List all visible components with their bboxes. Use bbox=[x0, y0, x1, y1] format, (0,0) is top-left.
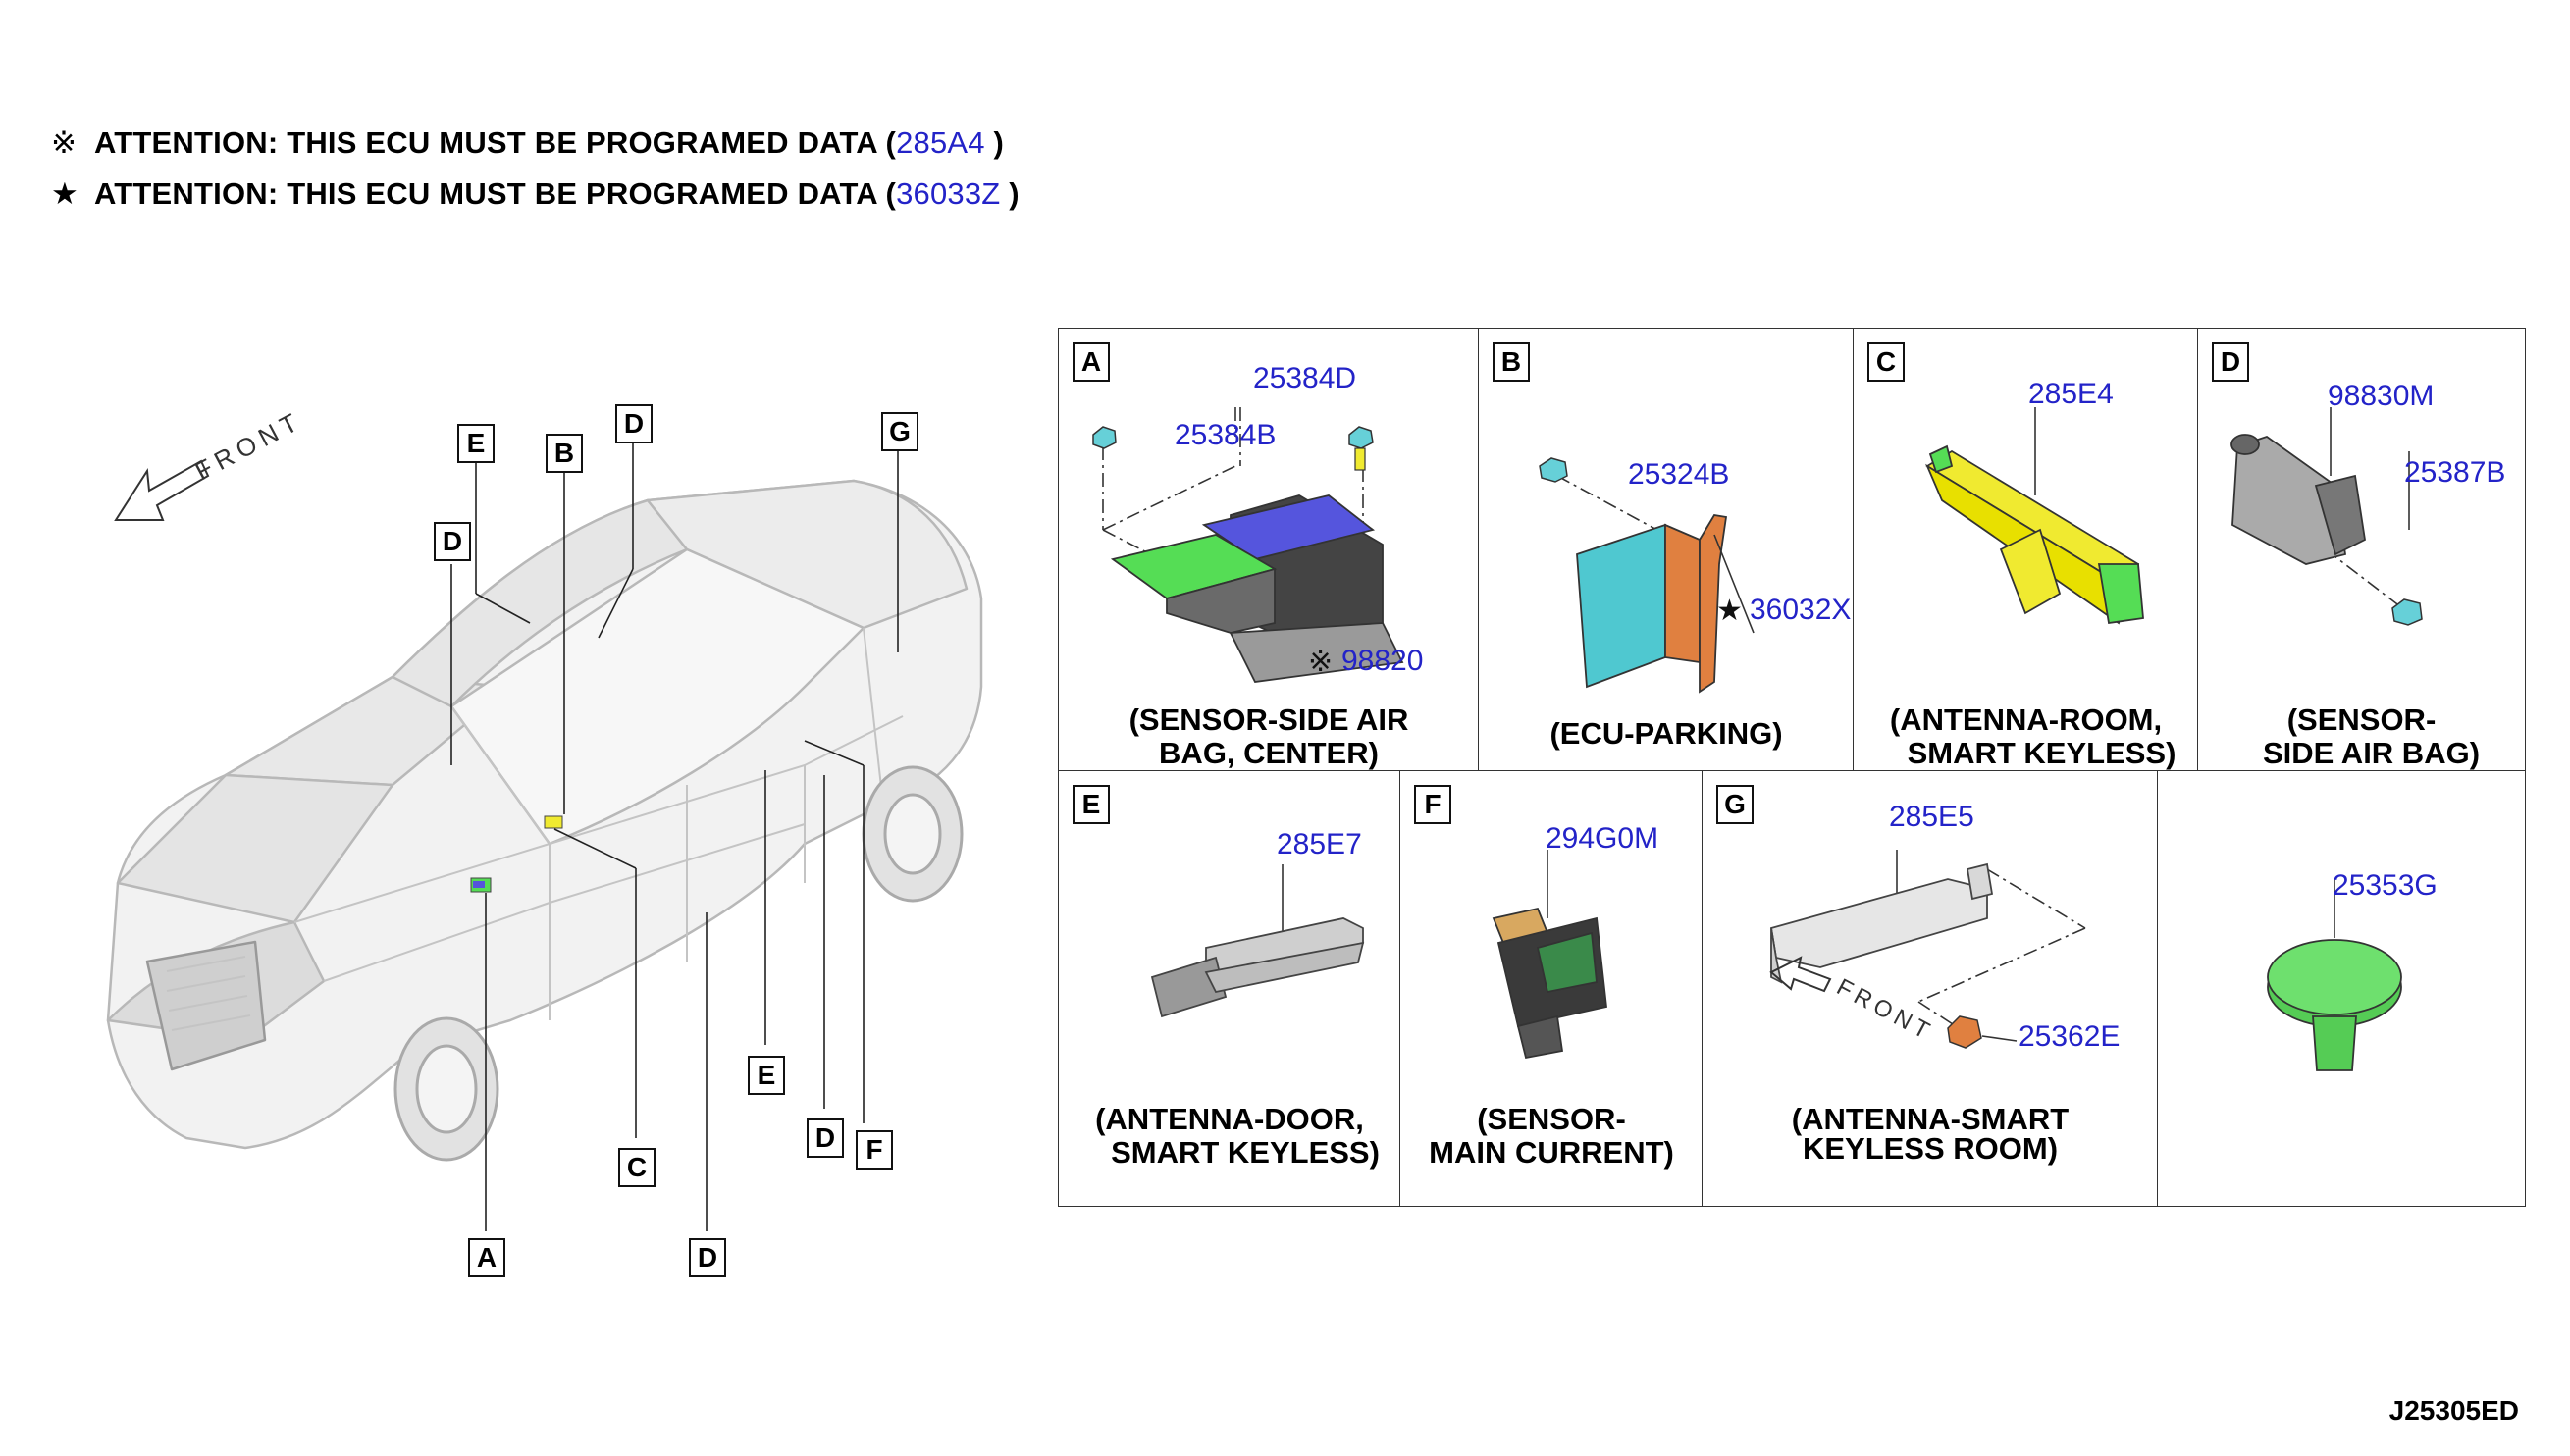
reference-mark-icon: ※ bbox=[51, 126, 78, 160]
car-body bbox=[106, 479, 983, 1150]
panel-caption-line: BAG, CENTER) bbox=[1159, 736, 1379, 770]
part-number[interactable]: 285E7 bbox=[1277, 828, 1362, 860]
panel-letter: E bbox=[1073, 785, 1110, 824]
part-number[interactable]: 25324B bbox=[1628, 458, 1730, 491]
panel-caption-line: (SENSOR- bbox=[2286, 702, 2437, 737]
antenna-body bbox=[1925, 444, 2144, 625]
panel-caption-line: (ANTENNA-SMART bbox=[1791, 1102, 2070, 1136]
part-number[interactable]: 25384B bbox=[1175, 419, 1277, 451]
callout-d-bottom[interactable]: D bbox=[689, 1238, 726, 1277]
panel-letter: A bbox=[1073, 342, 1110, 382]
part-number[interactable]: 36032X bbox=[1750, 594, 1852, 626]
panel-letter: D bbox=[2212, 342, 2249, 382]
callout-a-bottom[interactable]: A bbox=[468, 1238, 505, 1277]
part-number[interactable]: 25362E bbox=[2019, 1020, 2121, 1053]
bolt-icon bbox=[1092, 426, 1117, 449]
part-number[interactable]: 294G0M bbox=[1546, 822, 1659, 855]
panel-a[interactable]: A 25384D 25384B 98820 ※ (SENSOR-SIDE AIR… bbox=[1058, 328, 1480, 772]
note-close: ) bbox=[1000, 177, 1020, 211]
panel-caption-line: (SENSOR-SIDE AIR bbox=[1128, 702, 1409, 737]
callout-d-bottom-2[interactable]: D bbox=[807, 1118, 844, 1158]
panel-caption-line: MAIN CURRENT) bbox=[1429, 1135, 1674, 1170]
star-icon: ★ bbox=[51, 177, 79, 211]
part-number[interactable]: 25387B bbox=[2404, 456, 2506, 489]
sensor-body bbox=[2230, 434, 2366, 565]
callout-c-bottom[interactable]: C bbox=[618, 1148, 656, 1187]
push-clip-illustration bbox=[2267, 879, 2402, 1071]
nut-icon bbox=[2391, 598, 2423, 626]
part-number[interactable]: 285E4 bbox=[2028, 378, 2114, 410]
panel-caption-line: SMART KEYLESS) bbox=[1907, 736, 2177, 770]
leader-lines bbox=[450, 442, 899, 1231]
panel-caption-line: (ANTENNA-DOOR, bbox=[1095, 1102, 1364, 1136]
panel-caption-line: SMART KEYLESS) bbox=[1111, 1135, 1380, 1170]
main-current-sensor-illustration bbox=[1492, 850, 1607, 1060]
car-details bbox=[166, 627, 904, 1031]
panel-caption-line: KEYLESS ROOM) bbox=[1802, 1131, 2059, 1166]
panel-letter: B bbox=[1493, 342, 1530, 382]
panel-caption-line: (ANTENNA-ROOM, bbox=[1889, 702, 2163, 737]
panel-f[interactable]: F 294G0M (SENSOR- MAIN CURRENT) bbox=[1399, 770, 1704, 1207]
panel-b[interactable]: B 25324B ★ 36032X (ECU-PARKING) bbox=[1478, 328, 1855, 772]
nut-icon bbox=[1539, 457, 1568, 483]
door-antenna-illustration bbox=[1150, 864, 1365, 1018]
panel-d[interactable]: D 98830M 25387B (SENSOR- SIDE AIR BAG) bbox=[2197, 328, 2526, 772]
airbag-center-sensor-illustration bbox=[1092, 407, 1404, 683]
callout-d-left[interactable]: D bbox=[434, 522, 471, 561]
panel-clip[interactable]: 25353G bbox=[2157, 770, 2526, 1207]
push-clip-icon bbox=[2267, 939, 2402, 1071]
attention-note-2: ★ ATTENTION: THIS ECU MUST BE PROGRAMED D… bbox=[51, 177, 1020, 212]
callout-d-top[interactable]: D bbox=[615, 404, 653, 443]
panel-g[interactable]: FRONT G 285E5 25362E (ANTENNA-SMART KEYL… bbox=[1702, 770, 2159, 1207]
wheels bbox=[393, 765, 964, 1162]
attention-note-1: ※ ATTENTION: THIS ECU MUST BE PROGRAMED D… bbox=[51, 126, 1004, 161]
callout-e-top[interactable]: E bbox=[457, 424, 495, 463]
component-a-marker-blue bbox=[473, 881, 485, 888]
callout-b-top[interactable]: B bbox=[546, 434, 583, 473]
panel-caption-line: SIDE AIR BAG) bbox=[2262, 736, 2481, 770]
part-number-link[interactable]: 36033Z bbox=[896, 177, 1001, 211]
room-antenna-illustration bbox=[1925, 407, 2144, 625]
panel-c[interactable]: C 285E4 (ANTENNA-ROOM, SMART KEYLESS) bbox=[1853, 328, 2199, 772]
note-text: ATTENTION: THIS ECU MUST BE PROGRAMED DA… bbox=[94, 177, 897, 211]
part-number[interactable]: 25384D bbox=[1253, 362, 1357, 394]
reference-mark-icon: ※ bbox=[1308, 646, 1334, 678]
panel-letter: C bbox=[1867, 342, 1905, 382]
note-close: ) bbox=[984, 126, 1005, 160]
callout-f-bottom[interactable]: F bbox=[856, 1130, 893, 1170]
part-number[interactable]: 98820 bbox=[1341, 645, 1424, 677]
diagram-reference-code: J25305ED bbox=[2388, 1395, 2519, 1426]
parts-grid: A 25384D 25384B 98820 ※ (SENSOR-SIDE AIR… bbox=[1058, 328, 2526, 1207]
callout-e-bottom[interactable]: E bbox=[748, 1056, 785, 1095]
front-text: FRONT bbox=[190, 405, 308, 487]
vehicle-overview-diagram: FRONT bbox=[106, 405, 983, 1231]
bolt-icon bbox=[1348, 426, 1374, 471]
star-icon: ★ bbox=[1716, 595, 1743, 627]
part-number[interactable]: 98830M bbox=[2328, 380, 2435, 412]
panel-letter: G bbox=[1716, 785, 1754, 824]
component-b-marker bbox=[544, 815, 563, 829]
smart-keyless-room-antenna-illustration: FRONT bbox=[1769, 850, 2086, 1049]
antenna-body bbox=[1769, 862, 1994, 984]
front-arrow-icon bbox=[1769, 956, 1832, 993]
panel-caption-line: (SENSOR- bbox=[1477, 1102, 1626, 1136]
side-airbag-sensor-illustration bbox=[2230, 407, 2423, 626]
part-number[interactable]: 285E5 bbox=[1889, 801, 1974, 833]
airbag-sensor-unit bbox=[1110, 494, 1404, 683]
panel-letter: F bbox=[1414, 785, 1451, 824]
callout-g-top[interactable]: G bbox=[881, 412, 918, 451]
ecu-parking-illustration bbox=[1539, 457, 1755, 694]
front-text: FRONT bbox=[1832, 973, 1938, 1046]
panel-caption-line: (ECU-PARKING) bbox=[1549, 716, 1783, 751]
part-number[interactable]: 25353G bbox=[2333, 869, 2438, 902]
panel-e[interactable]: E 285E7 (ANTENNA-DOOR, SMART KEYLESS) bbox=[1058, 770, 1401, 1207]
note-text: ATTENTION: THIS ECU MUST BE PROGRAMED DA… bbox=[94, 126, 897, 160]
current-sensor-body bbox=[1492, 907, 1607, 1060]
antenna-body bbox=[1150, 917, 1365, 1018]
clip-icon bbox=[1947, 1015, 1982, 1049]
part-number-link[interactable]: 285A4 bbox=[896, 126, 985, 160]
front-arrow-icon bbox=[114, 459, 210, 521]
ecu-unit bbox=[1576, 514, 1728, 694]
